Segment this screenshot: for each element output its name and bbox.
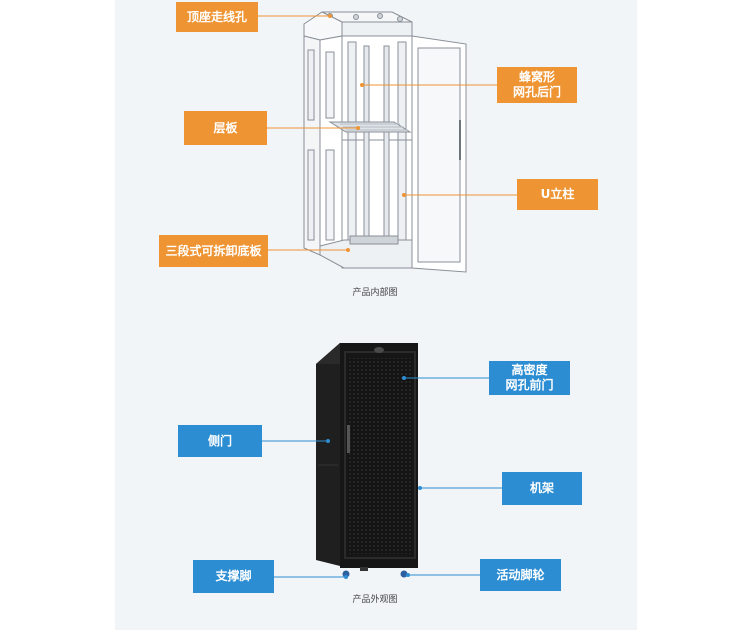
cabinet-external-drawing <box>316 343 418 578</box>
label-frame-text: 机架 <box>529 481 554 495</box>
label-u-post: U立柱 <box>517 179 598 210</box>
label-removable-bottom-plate: 三段式可拆卸底板 <box>159 235 268 267</box>
label-caster: 活动脚轮 <box>480 559 561 591</box>
caption-external-view: 产品外观图 <box>352 595 398 605</box>
label-front-door-line2: 网孔前门 <box>505 378 554 392</box>
connector-dots <box>326 14 422 579</box>
label-caster-text: 活动脚轮 <box>496 567 545 582</box>
label-shelf: 层板 <box>184 111 267 145</box>
cabinet-internal-drawing <box>303 11 467 273</box>
label-top-cable-hole-text: 顶座走线孔 <box>186 9 247 24</box>
label-top-cable-hole: 顶座走线孔 <box>176 2 258 32</box>
label-side-door: 侧门 <box>178 425 262 457</box>
label-front-door-line1: 高密度 <box>511 363 548 377</box>
label-support-foot: 支撑脚 <box>193 560 274 593</box>
caption-internal-view: 产品内部图 <box>352 288 398 298</box>
label-side-door-text: 侧门 <box>207 433 232 448</box>
connector-lines-blue <box>262 377 502 578</box>
connector-lines-orange <box>258 15 517 251</box>
label-rear-door-line1: 蜂窝形 <box>518 70 555 84</box>
label-rear-door-line2: 网孔后门 <box>512 85 561 99</box>
label-high-density-front-door: 高密度 网孔前门 <box>489 361 570 395</box>
label-u-post-text: U立柱 <box>540 187 575 201</box>
label-removable-bottom-text: 三段式可拆卸底板 <box>165 243 262 258</box>
label-shelf-text: 层板 <box>213 120 238 135</box>
label-honeycomb-rear-door: 蜂窝形 网孔后门 <box>497 67 577 103</box>
label-support-foot-text: 支撑脚 <box>215 569 252 583</box>
label-frame: 机架 <box>502 472 582 505</box>
